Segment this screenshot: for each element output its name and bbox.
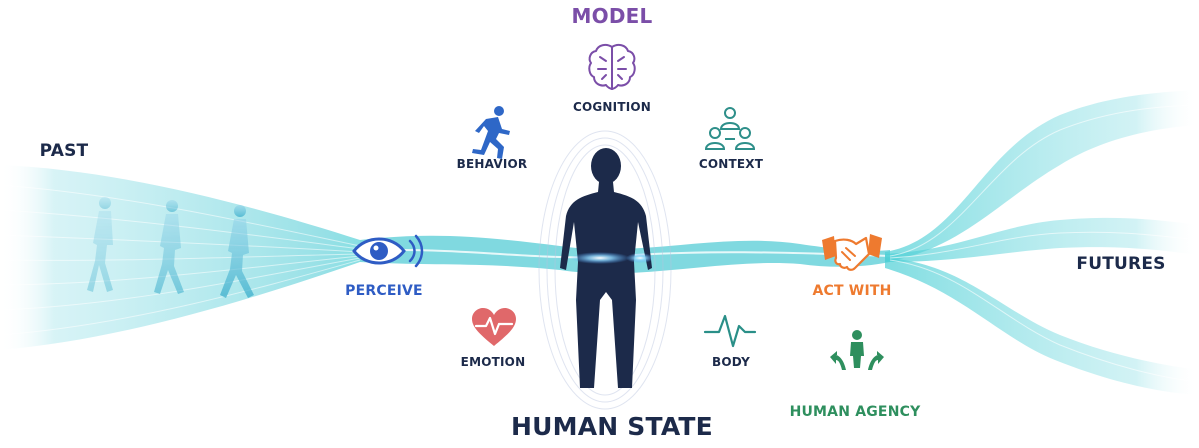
human-silhouette <box>538 130 672 410</box>
context-label: CONTEXT <box>698 157 764 171</box>
past-label: PAST <box>39 141 89 161</box>
people-network-icon <box>704 107 756 150</box>
walker-1 <box>87 197 113 292</box>
model-title: MODEL <box>571 4 653 28</box>
act-with-label: ACT WITH <box>812 283 892 299</box>
pulse-line-icon <box>703 314 757 348</box>
brain-icon <box>588 43 636 90</box>
emotion-label: EMOTION <box>460 355 526 369</box>
walker-3 <box>220 205 254 298</box>
running-person-icon <box>472 106 510 159</box>
behavior-label: BEHAVIOR <box>456 157 528 171</box>
eye-icon <box>352 234 424 268</box>
cognition-label: COGNITION <box>572 100 652 114</box>
human-state-label: HUMAN STATE <box>511 412 713 441</box>
past-stream <box>0 165 361 350</box>
body-label: BODY <box>712 355 750 369</box>
futures-stream <box>885 90 1199 395</box>
walker-2 <box>154 200 184 294</box>
handshake-icon <box>822 234 882 271</box>
perceive-label: PERCEIVE <box>345 283 423 299</box>
heart-pulse-icon <box>472 308 516 346</box>
futures-label: FUTURES <box>1076 254 1166 274</box>
human-agency-label: HUMAN AGENCY <box>789 404 921 420</box>
person-diverging-arrows-icon <box>830 330 884 370</box>
walking-figures <box>87 197 254 298</box>
